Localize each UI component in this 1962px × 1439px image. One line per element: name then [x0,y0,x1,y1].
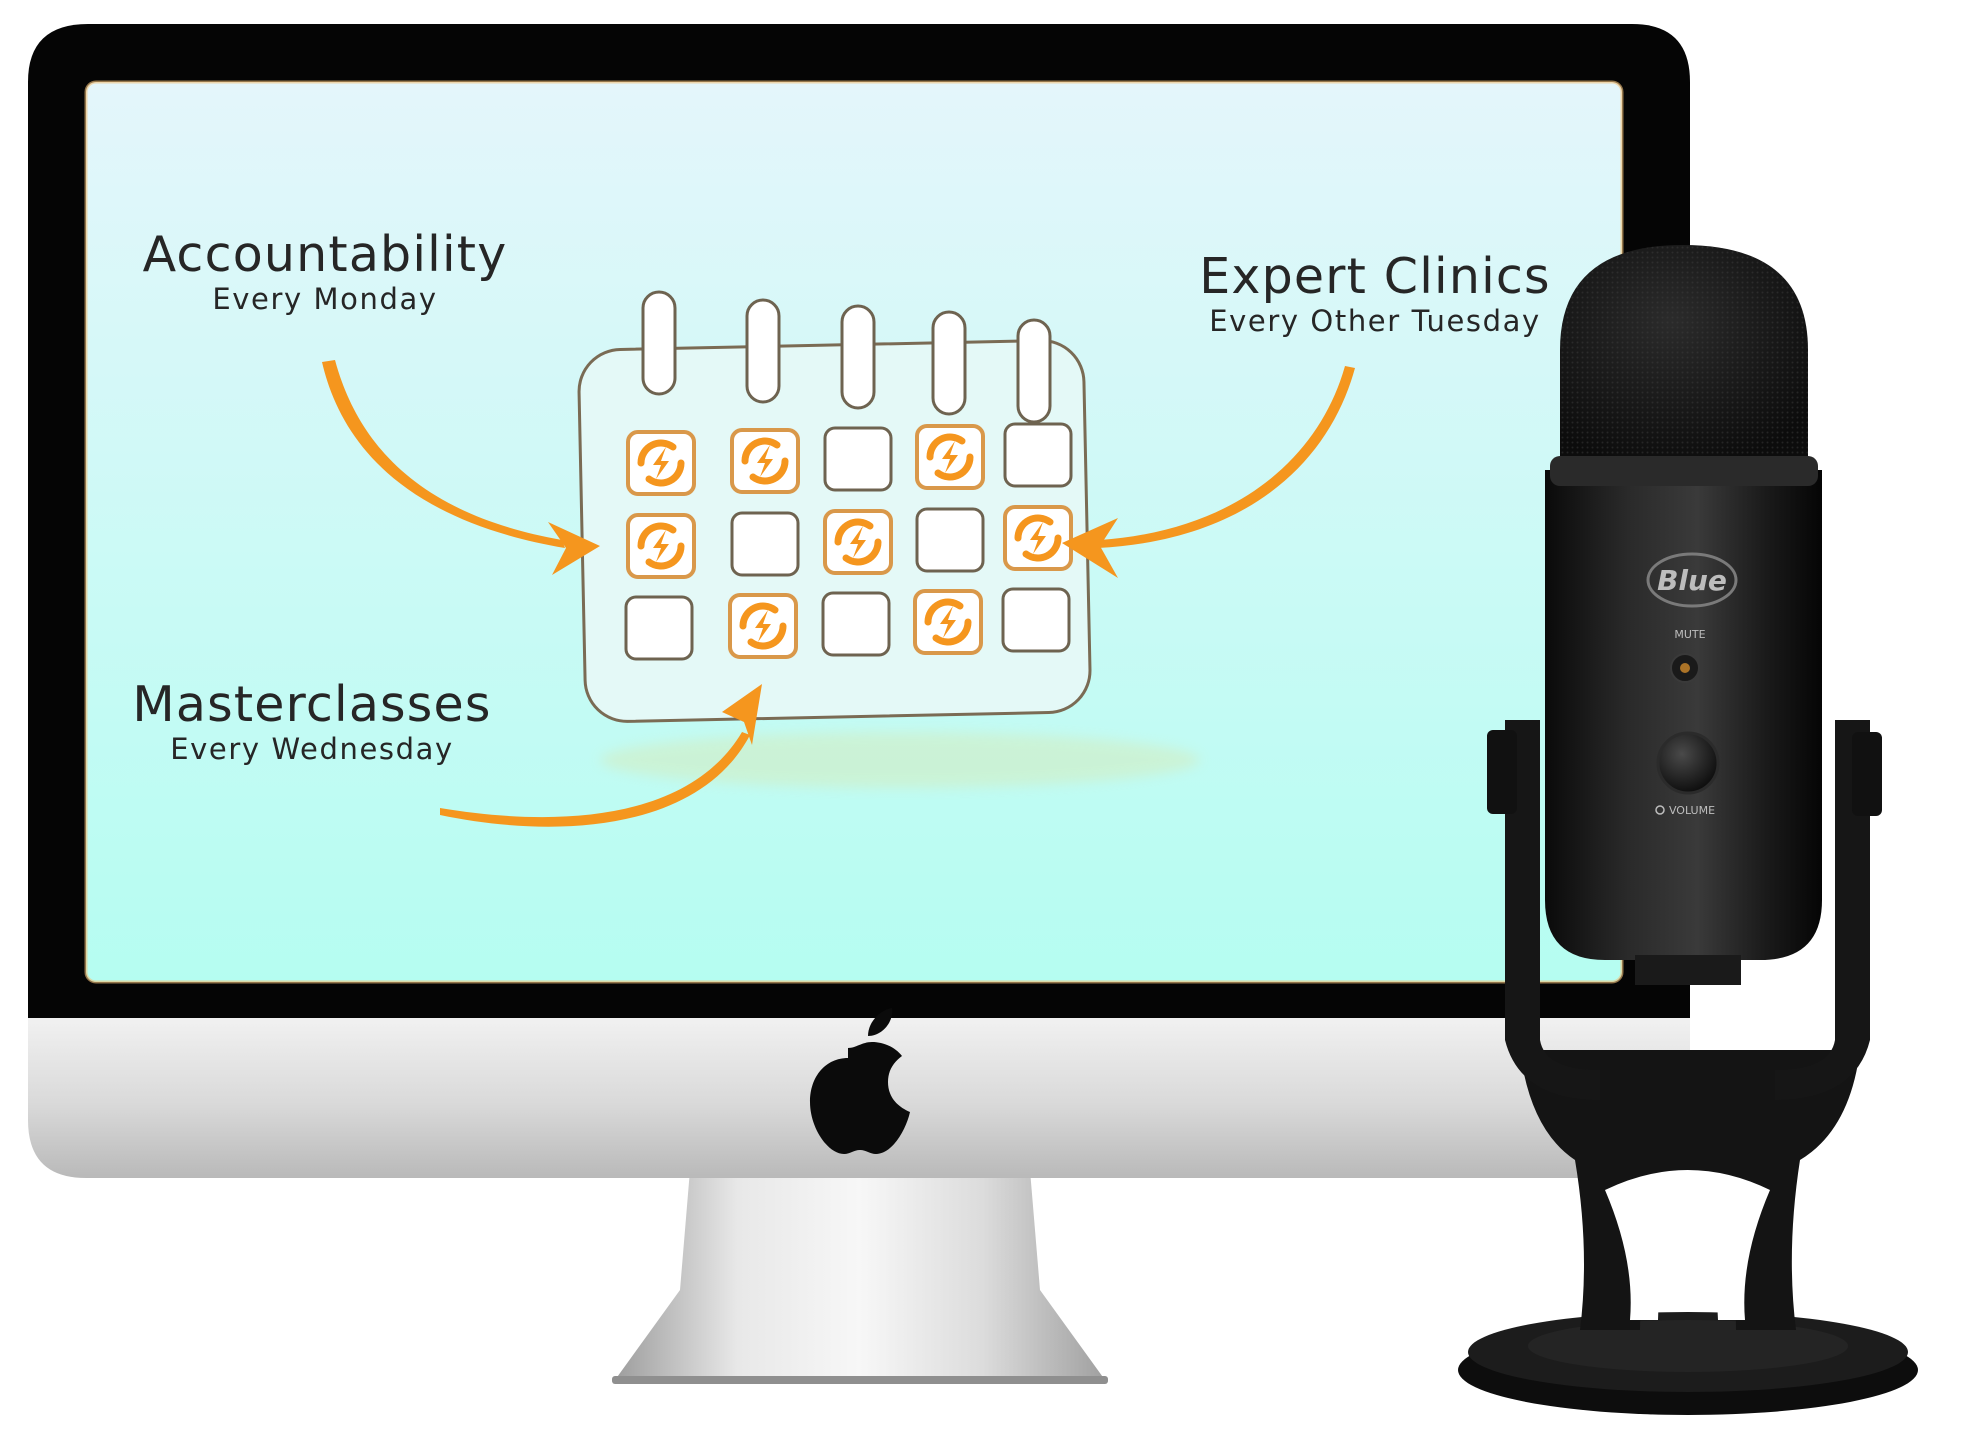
monitor-stand-base [612,1376,1108,1384]
calendar-day-event [915,424,985,490]
label-masterclasses: Masterclasses Every Wednesday [122,676,502,767]
calendar-day [1003,422,1073,488]
lightning-refresh-icon [926,433,974,481]
microphone-body [1545,470,1822,960]
calendar-day-event [626,430,696,496]
microphone-mute-label: MUTE [1674,628,1705,641]
calendar-day [915,507,985,573]
calendar-day [730,511,800,577]
volume-knob[interactable] [1656,731,1720,795]
arrow-masterclasses [440,732,750,827]
arrow-masterclasses-head [722,684,762,745]
calendar-ring [840,304,876,410]
calendar-ring [931,310,967,416]
arrow-expert-head [1062,518,1118,578]
label-expert-clinics: Expert Clinics Every Other Tuesday [1185,248,1565,339]
calendar-day [1001,587,1071,653]
lightning-refresh-icon [924,598,972,646]
monitor-stand [615,1170,1105,1380]
calendar-cells [624,422,1073,661]
calendar-ring [1016,318,1052,424]
microphone-side-knob [1852,732,1882,816]
calendar-day-event [1003,505,1073,571]
arrow-expert [1098,366,1355,548]
calendar-day [823,426,893,492]
headphone-icon [1655,805,1665,815]
calendar-day [821,591,891,657]
arrows [322,360,1355,827]
lightning-refresh-icon [739,602,787,650]
label-masterclasses-subtitle: Every Wednesday [170,732,454,766]
lightning-refresh-icon [637,439,685,487]
calendar-day [624,595,694,661]
label-expert-clinics-title: Expert Clinics [1199,248,1551,305]
lightning-refresh-icon [1014,514,1062,562]
label-accountability-title: Accountability [142,226,508,283]
lightning-refresh-icon [741,437,789,485]
apple-logo-icon [810,1008,910,1154]
calendar-day-event [823,509,893,575]
arrow-accountability [322,360,565,548]
lightning-refresh-icon [834,518,882,566]
label-accountability: Accountability Every Monday [135,226,515,317]
label-accountability-subtitle: Every Monday [212,282,438,316]
calendar-rings [641,290,1052,424]
lightning-refresh-icon [637,522,685,570]
calendar-day-event [626,513,696,579]
microphone-side-knob [1487,730,1517,814]
microphone-volume-label: VOLUME [1669,804,1715,817]
label-expert-clinics-subtitle: Every Other Tuesday [1209,304,1541,338]
calendar-ring [745,298,781,404]
label-masterclasses-title: Masterclasses [132,676,492,733]
calendar [577,290,1200,788]
arrow-accountability-head [548,522,600,575]
microphone-brand: Blue [1657,564,1727,597]
calendar-day-event [730,428,800,494]
calendar-day-event [728,593,798,659]
calendar-ring [641,290,677,396]
microphone: Blue MUTE VOLUME [1458,245,1918,1415]
calendar-day-event [913,589,983,655]
